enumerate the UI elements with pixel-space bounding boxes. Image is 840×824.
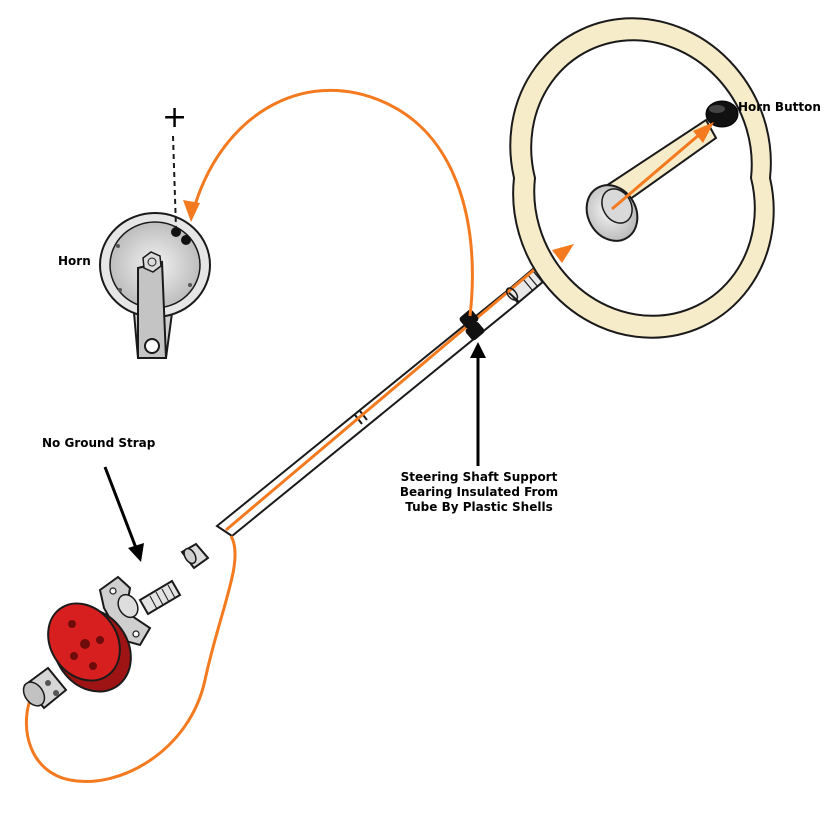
- horn-button-highlight: [709, 105, 725, 113]
- horn-terminal-1: [171, 227, 181, 237]
- horn-nut-bore: [147, 257, 157, 267]
- shaft-arrowhead: [552, 244, 574, 263]
- disc-hole-2: [96, 636, 104, 644]
- coupler-flange-hole-1: [109, 587, 117, 595]
- plus-terminal-label: +: [162, 100, 188, 135]
- horn-label: Horn: [58, 254, 91, 268]
- horn-rivet-2: [118, 288, 122, 292]
- disc-center-hole: [80, 639, 90, 649]
- shaft-clip: [505, 287, 519, 301]
- horn-wire-arrowhead: [183, 200, 200, 222]
- horn-button-arrowhead: [693, 122, 714, 143]
- horn-mount-hole: [144, 338, 160, 354]
- coupler-flange-boss: [117, 593, 139, 619]
- disc-hole-3: [70, 652, 78, 660]
- battery-feed-dashed-wire: [172, 135, 177, 229]
- wheel-rim: [509, 17, 775, 339]
- bearing-note-line-3: Tube By Plastic Shells: [405, 500, 553, 514]
- horn-rivet-1: [116, 244, 120, 248]
- horn-wire-path: [193, 88, 474, 317]
- horn-center-nut: [142, 251, 162, 273]
- shaft-current-path: [225, 256, 549, 532]
- rubber-coupler-disc: [47, 602, 132, 693]
- bearing-note-line-2: Bearing Insulated From: [399, 485, 559, 499]
- shaft-bushing: [180, 542, 210, 570]
- disc-hole-4: [89, 662, 97, 670]
- horn-rivet-3: [188, 283, 192, 287]
- coupler-stub-shaft: [138, 579, 182, 616]
- steering-box-clamp: [22, 666, 68, 710]
- spoke-current-path: [611, 132, 701, 211]
- bearing-note-line-1: Steering Shaft Support: [400, 470, 558, 484]
- horn-button-label: Horn Button: [738, 100, 821, 114]
- insulated-support-bearing: [459, 309, 485, 341]
- disc-hole-1: [68, 620, 76, 628]
- horn-button[interactable]: [705, 100, 739, 128]
- steering-wheel: [509, 17, 775, 339]
- no-ground-strap-pointer: [103, 466, 144, 562]
- horn-terminal-2: [181, 235, 191, 245]
- bearing-note: Steering Shaft Support Bearing Insulated…: [389, 470, 569, 515]
- coupler-flange-hole-2: [132, 630, 140, 638]
- stub-shaft-splines: [149, 584, 176, 610]
- bearing-pointer: [470, 342, 486, 466]
- shaft-splines: [522, 266, 549, 292]
- horn: [99, 212, 211, 359]
- steering-flex-coupler: [98, 575, 182, 647]
- no-ground-strap-label: No Ground Strap: [42, 436, 156, 450]
- ground-return-path: [24, 535, 237, 783]
